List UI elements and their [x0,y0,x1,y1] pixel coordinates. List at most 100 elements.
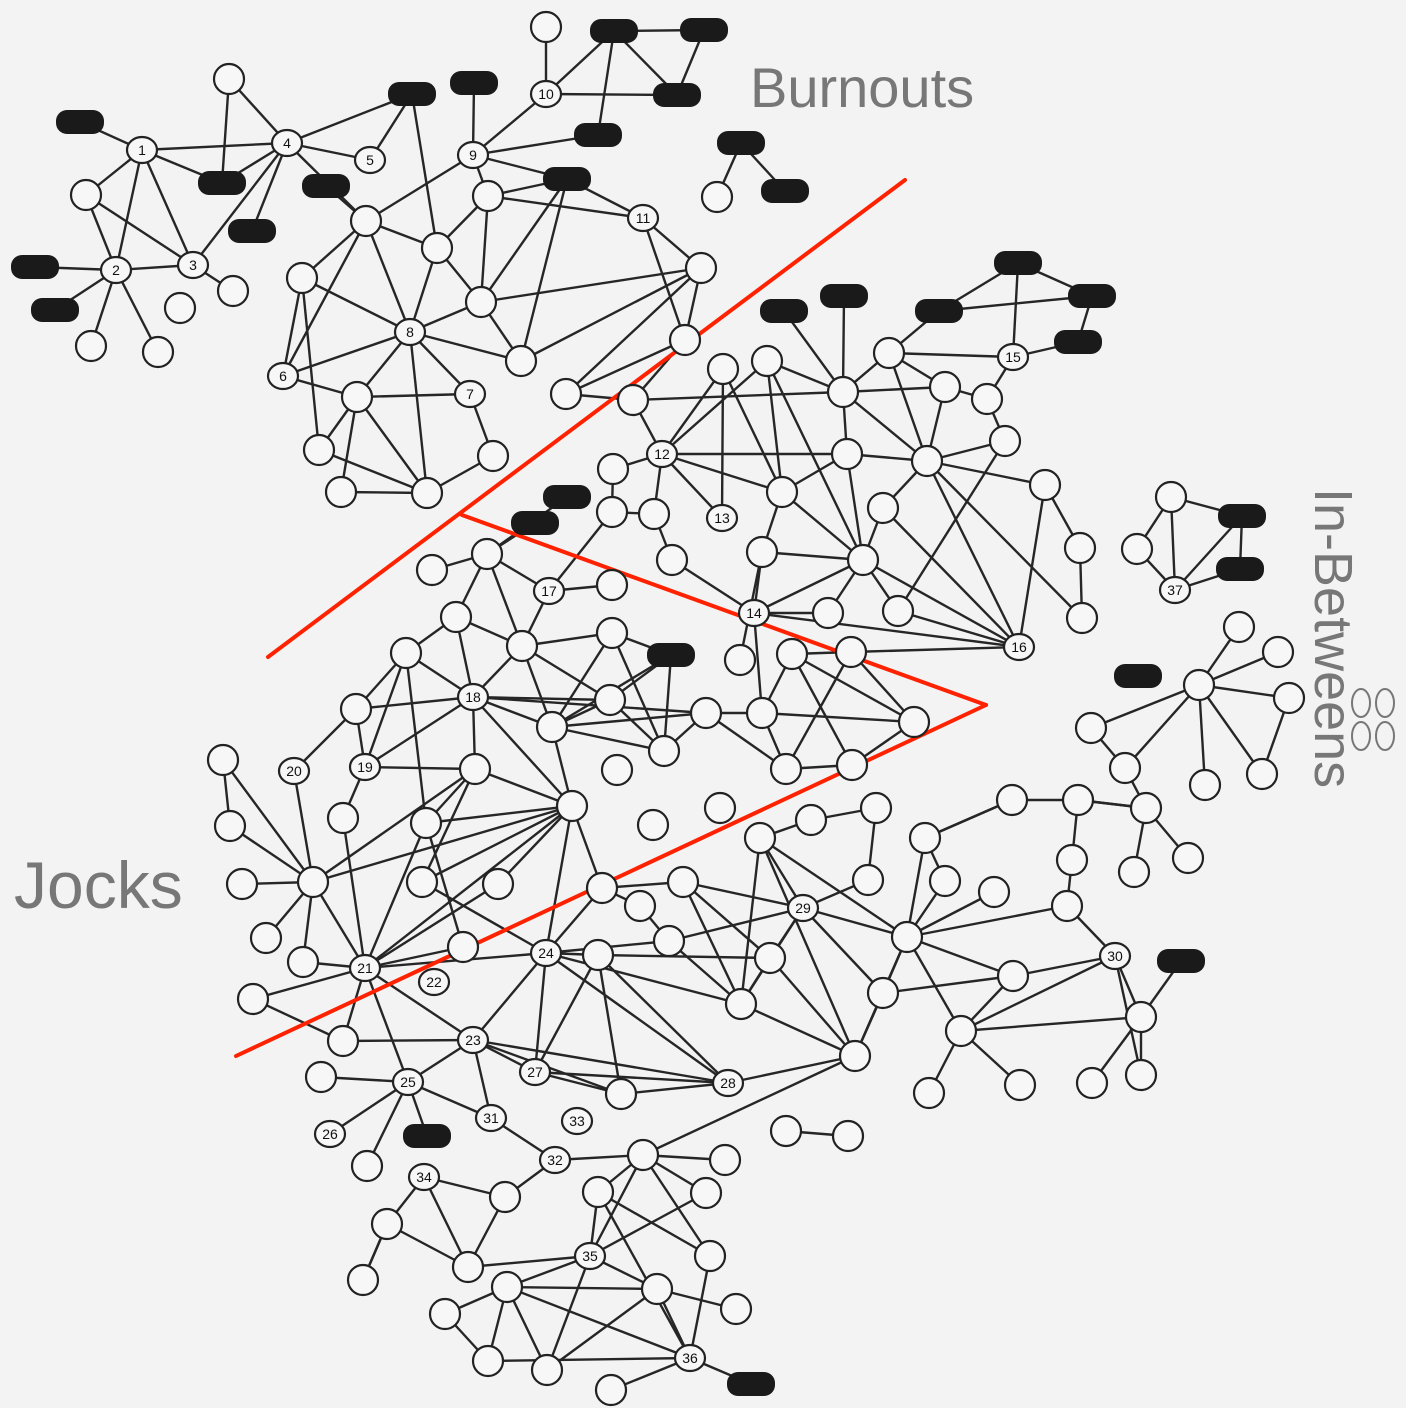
network-edge [720,368,725,519]
open-node [504,344,538,378]
open-node [471,179,505,213]
node-number-label: 18 [465,689,481,705]
open-node [212,62,246,96]
network-edge [356,396,428,494]
open-node [549,377,583,411]
open-node [623,889,657,923]
network-edge [668,906,804,943]
dark-node [727,1372,775,1396]
open-node [890,920,924,954]
group-divider-line [266,178,907,659]
node-number-label: 15 [1005,349,1021,365]
network-edge [363,652,408,768]
open-node [666,865,700,899]
network-edge [897,609,1020,649]
open-node [458,752,492,786]
network-edge [364,220,412,333]
open-node [881,594,915,628]
network-edge [896,440,1007,612]
open-node [213,809,247,843]
network-edge [1174,515,1243,591]
numbered-node [453,379,487,409]
open-node [693,1239,727,1273]
network-edge [882,507,1020,648]
network-edge [802,906,908,939]
network-edge [597,954,729,1084]
network-edge [589,1191,707,1258]
dark-node [450,71,498,95]
open-node [326,1024,360,1058]
network-edge [485,553,524,647]
node-number-label: 29 [795,900,811,916]
network-edge [364,882,499,970]
network-edge [761,711,915,724]
open-node [249,921,283,955]
numbered-node [176,250,210,280]
network-edge [534,1070,729,1085]
network-edge [114,149,144,271]
open-node [446,930,480,964]
network-edge [544,805,574,954]
group-label-burnouts: Burnouts [750,56,975,119]
numbered-node [573,1241,607,1271]
network-edge [421,880,547,955]
legend-oval-mark [1375,721,1395,751]
dark-node [1157,949,1205,973]
open-node [769,1114,803,1148]
open-node [995,783,1029,817]
network-edge [312,804,573,884]
dark-node [994,251,1042,275]
network-edge [312,768,476,883]
network-edge [721,368,784,493]
network-edge [790,653,854,766]
open-node [826,375,860,409]
open-node [655,543,689,577]
dark-node [717,131,765,155]
open-node [794,803,828,837]
dark-node [647,643,695,667]
network-edge [642,1154,711,1257]
open-node [1182,668,1216,702]
network-edge [364,695,474,769]
open-node [409,806,443,840]
numbered-node [99,255,133,285]
network-edge [421,804,573,884]
node-number-label: 9 [469,147,477,163]
dark-node [511,511,559,535]
network-edge [229,825,314,883]
node-number-label: 1 [138,142,146,158]
open-node [490,1270,524,1304]
network-edge [545,951,742,1006]
network-edge [410,93,439,249]
network-edge [681,881,743,1005]
open-node [897,705,931,739]
network-edge [1197,684,1207,786]
open-node [706,352,740,386]
legend-oval-mark [1351,688,1371,718]
open-node [846,543,880,577]
network-edge [960,954,1116,1033]
numbered-node [529,938,563,968]
open-node [285,261,319,295]
open-node [74,329,108,363]
open-node [838,1039,872,1073]
network-edge [420,768,477,883]
network-edge [551,711,707,729]
network-edge [905,936,963,1032]
numbered-node [673,1343,707,1373]
numbered-node [996,342,1030,372]
numbered-node [456,140,490,170]
open-node [769,752,803,786]
node-number-label: 25 [400,1074,416,1090]
node-number-label: 2 [112,262,120,278]
open-node [1117,855,1151,889]
network-edge [783,310,844,393]
network-edge [192,142,288,266]
network-edge [409,330,522,363]
network-edge [506,1285,691,1360]
network-edge [364,945,464,970]
node-number-label: 6 [279,368,287,384]
numbered-node [1002,632,1036,662]
network-edge [480,178,568,303]
open-node [451,1250,485,1284]
